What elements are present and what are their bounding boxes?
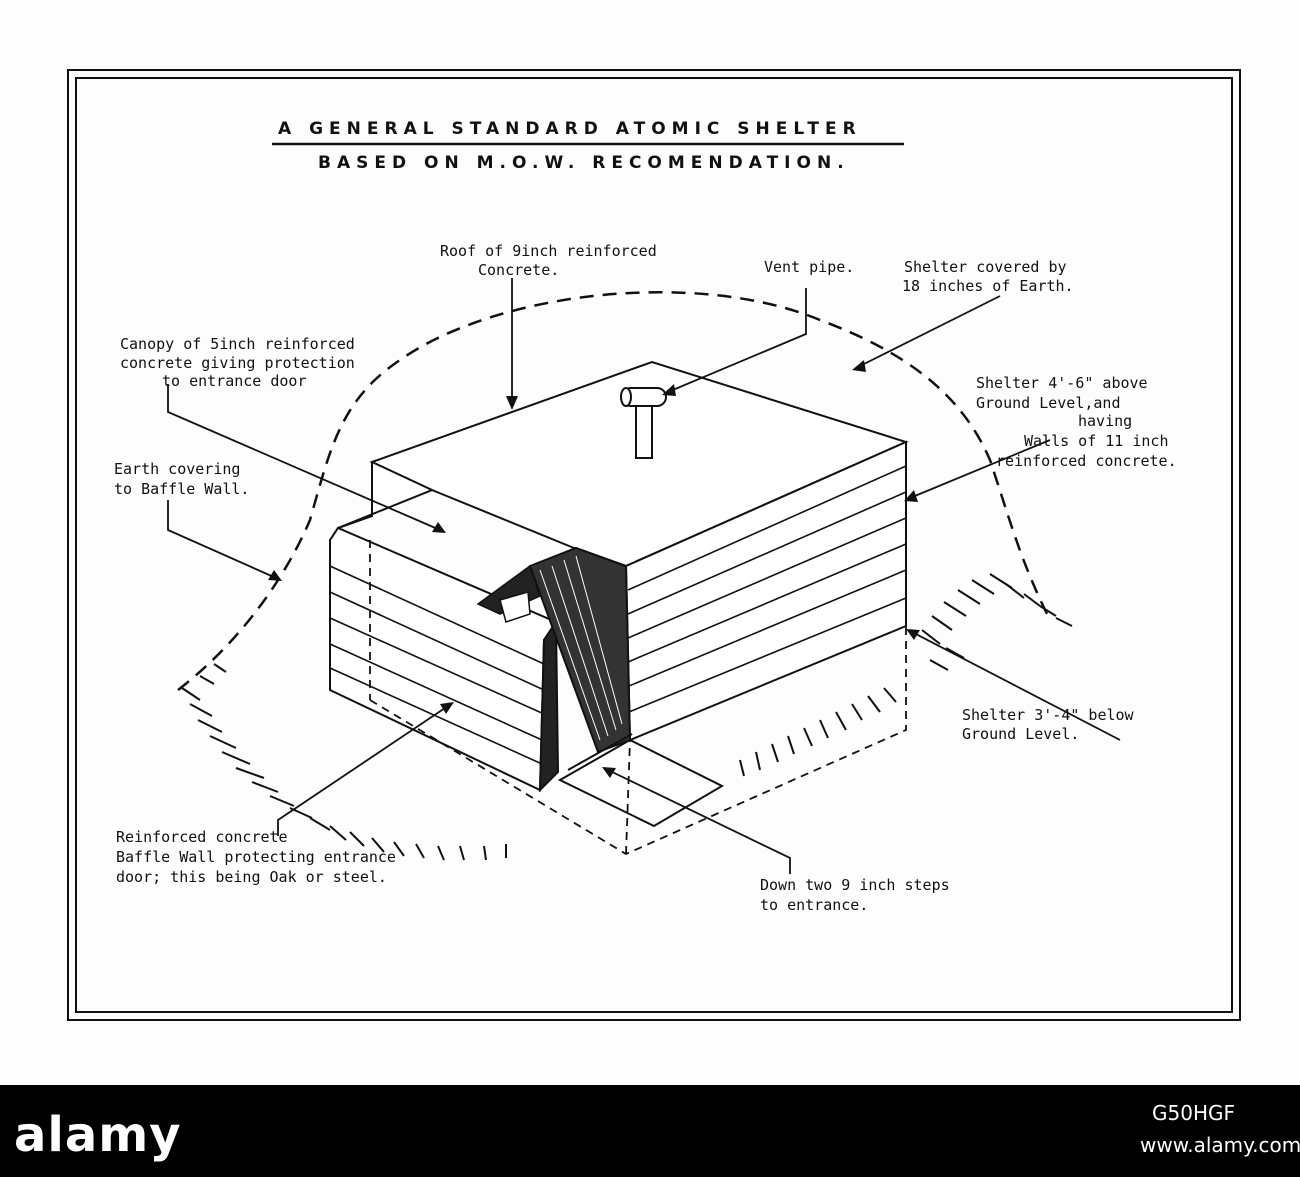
below-ground-outline xyxy=(369,540,907,856)
baffle-wall-courses xyxy=(329,565,545,765)
baffle-wall-callout: Reinforced concrete Baffle Wall protecti… xyxy=(116,828,405,886)
ground-hatching-right xyxy=(739,573,1073,777)
entrance-steps xyxy=(557,738,725,828)
leader-arrowheads xyxy=(268,360,920,778)
brand-logo: alamy xyxy=(14,1107,182,1163)
title-line-2: BASED ON M.O.W. RECOMENDATION. xyxy=(318,153,850,173)
below-ground-callout: Shelter 3'-4" below Ground Level. xyxy=(962,706,1143,743)
shelter-diagram: A GENERAL STANDARD ATOMIC SHELTER BASED … xyxy=(67,69,1241,1021)
leader-lines xyxy=(167,278,1121,874)
inner-border xyxy=(75,77,1233,1013)
steps-callout: Down two 9 inch steps to entrance. xyxy=(760,876,959,914)
drawing-sheet: A GENERAL STANDARD ATOMIC SHELTER BASED … xyxy=(67,69,1241,1021)
step-edge xyxy=(567,733,633,771)
earth-mound-outline xyxy=(177,291,1052,691)
entrance-hatch-lines xyxy=(539,555,623,741)
right-wall-courses xyxy=(627,465,907,713)
earth-cover-callout: Shelter covered by 18 inches of Earth. xyxy=(902,258,1076,295)
vent-pipe xyxy=(620,387,667,459)
title-line-1: A GENERAL STANDARD ATOMIC SHELTER xyxy=(278,119,862,139)
roof-callout: Roof of 9inch reinforced Concrete. xyxy=(440,242,666,279)
canopy-callout: Canopy of 5inch reinforced concrete givi… xyxy=(120,335,364,390)
image-code: G50HGF xyxy=(1152,1101,1235,1125)
entrance-opening xyxy=(499,591,531,623)
vent-pipe-callout: Vent pipe. xyxy=(764,258,854,276)
stock-footer-bar: alamy G50HGF www.alamy.com xyxy=(0,1085,1300,1177)
above-ground-callout: Shelter 4'-6" above Ground Level,and hav… xyxy=(976,374,1178,470)
earth-covering-callout: Earth covering to Baffle Wall. xyxy=(114,460,249,498)
outer-border xyxy=(67,69,1241,1021)
brand-url: www.alamy.com xyxy=(1140,1133,1300,1157)
